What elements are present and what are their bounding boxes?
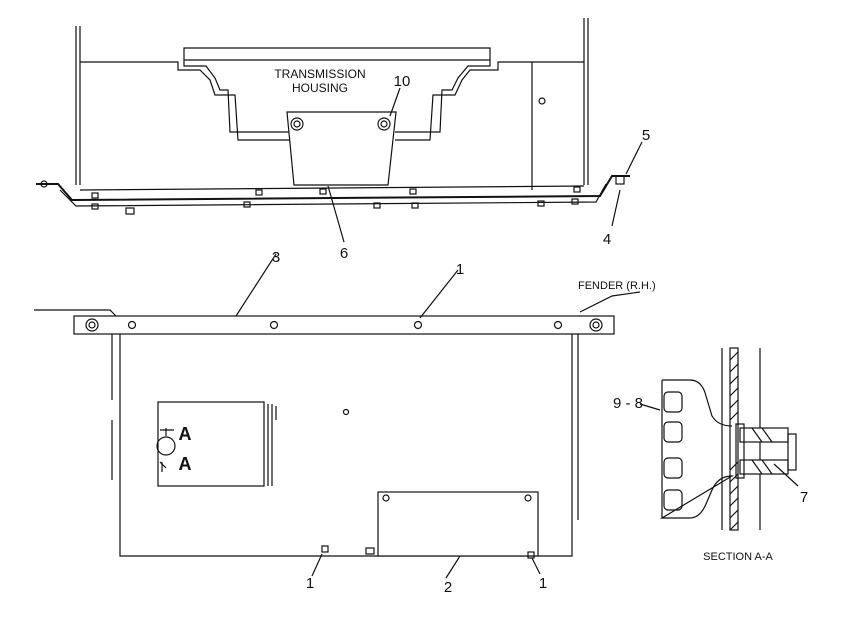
bottom-rail [36,175,630,202]
transmission-housing-label-1: TRANSMISSION [274,67,365,81]
callout-2: 2 [444,579,452,596]
bolt-bottom-right [527,551,535,559]
leader-1-br [531,557,541,575]
leader-2 [445,555,461,579]
top-view [36,18,643,243]
section-bracket [659,379,735,519]
rail-bolts [40,175,625,215]
leader-1-top [419,269,459,319]
leader-9-8 [639,403,661,411]
callout-1-bottom-left: 1 [306,575,314,592]
right-bolt [538,97,546,105]
section-a-a [639,347,799,531]
callout-1-top: 1 [456,261,464,278]
access-cover-plate [377,491,539,557]
fender-label: FENDER (R.H.) [578,280,656,292]
section-label: SECTION A-A [703,551,773,563]
leader-4 [611,189,621,227]
leader-10 [389,87,401,117]
leader-1-bl [311,553,323,577]
left-wall [75,26,81,185]
bottom-rail-lower [59,183,607,207]
section-mark-a-bottom: A [179,454,192,474]
housing-inner-outline [183,60,491,133]
housing-top-flange [183,47,491,61]
leader-5 [625,141,643,175]
cover-plate [286,111,397,186]
support-rail [73,315,615,335]
leader-6 [327,185,345,243]
callout-9-8: 9 - 8 [613,395,643,412]
callout-5: 5 [642,127,650,144]
bottom-view [34,253,641,579]
rail-holes [85,318,603,332]
callout-7: 7 [800,489,808,506]
fender-panel [119,334,573,557]
leader-3 [235,253,277,317]
section-wall [729,347,739,531]
callout-3: 3 [272,249,280,266]
bolt-bottom-left [321,545,329,553]
plate-bolt-left [290,117,304,131]
plate-bolt-right [377,117,391,131]
section-cut-marker [156,436,176,456]
callout-10: 10 [394,73,411,90]
transmission-housing-label-2: HOUSING [292,81,348,95]
callout-4: 4 [603,231,611,248]
callout-6: 6 [340,245,348,262]
housing-outline [80,61,584,141]
right-wall [583,18,589,185]
section-mark-a-top: A [179,424,192,444]
callout-1-bottom-right: 1 [539,575,547,592]
access-window [157,401,265,487]
leader-7 [773,463,799,487]
